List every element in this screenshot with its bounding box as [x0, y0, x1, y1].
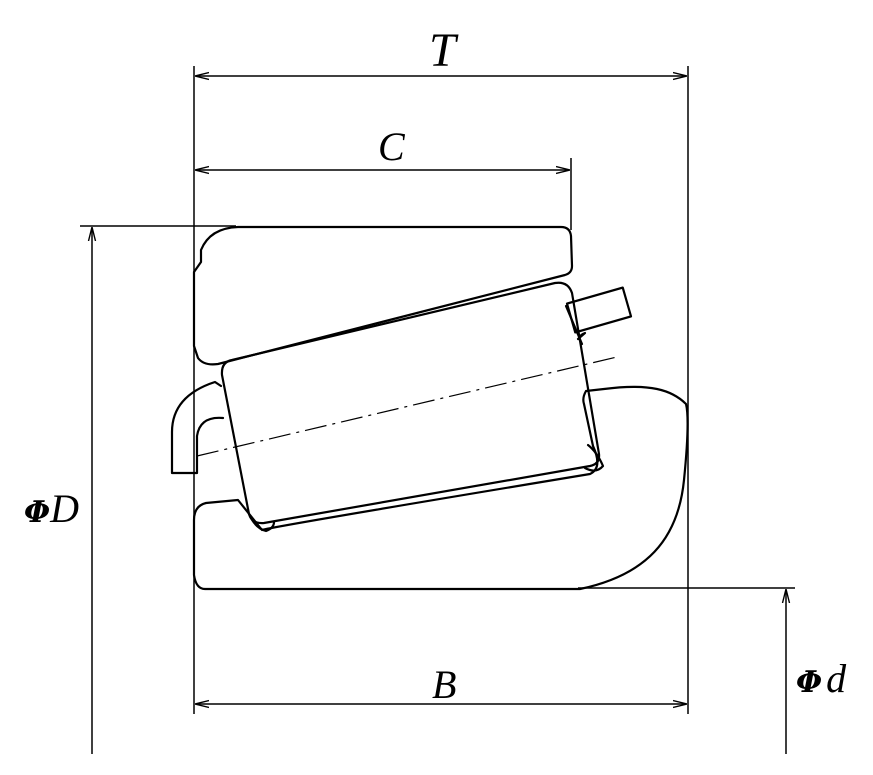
tapered-roller — [220, 281, 601, 525]
label-B: B — [432, 662, 456, 707]
phi-symbol-outer: Φ — [24, 495, 50, 530]
label-outer-diameter: ΦD — [24, 486, 79, 531]
inner-ring-cone — [192, 385, 689, 591]
roller-axis-centerline — [196, 356, 618, 457]
outer-ring-cup — [192, 225, 574, 366]
extension-lines — [80, 66, 795, 714]
label-C: C — [378, 124, 406, 169]
roller-groove-right — [583, 443, 605, 472]
roller-groove-left — [247, 512, 276, 533]
label-T: T — [429, 24, 459, 77]
label-D: D — [49, 486, 79, 531]
cage-right-end — [564, 304, 587, 346]
bearing-section — [170, 225, 689, 591]
cage-left-end — [170, 380, 225, 475]
dimension-lines — [92, 76, 786, 754]
phi-symbol-bore: Φ — [796, 665, 822, 700]
label-d: d — [826, 656, 847, 701]
cage-tab — [565, 286, 633, 334]
